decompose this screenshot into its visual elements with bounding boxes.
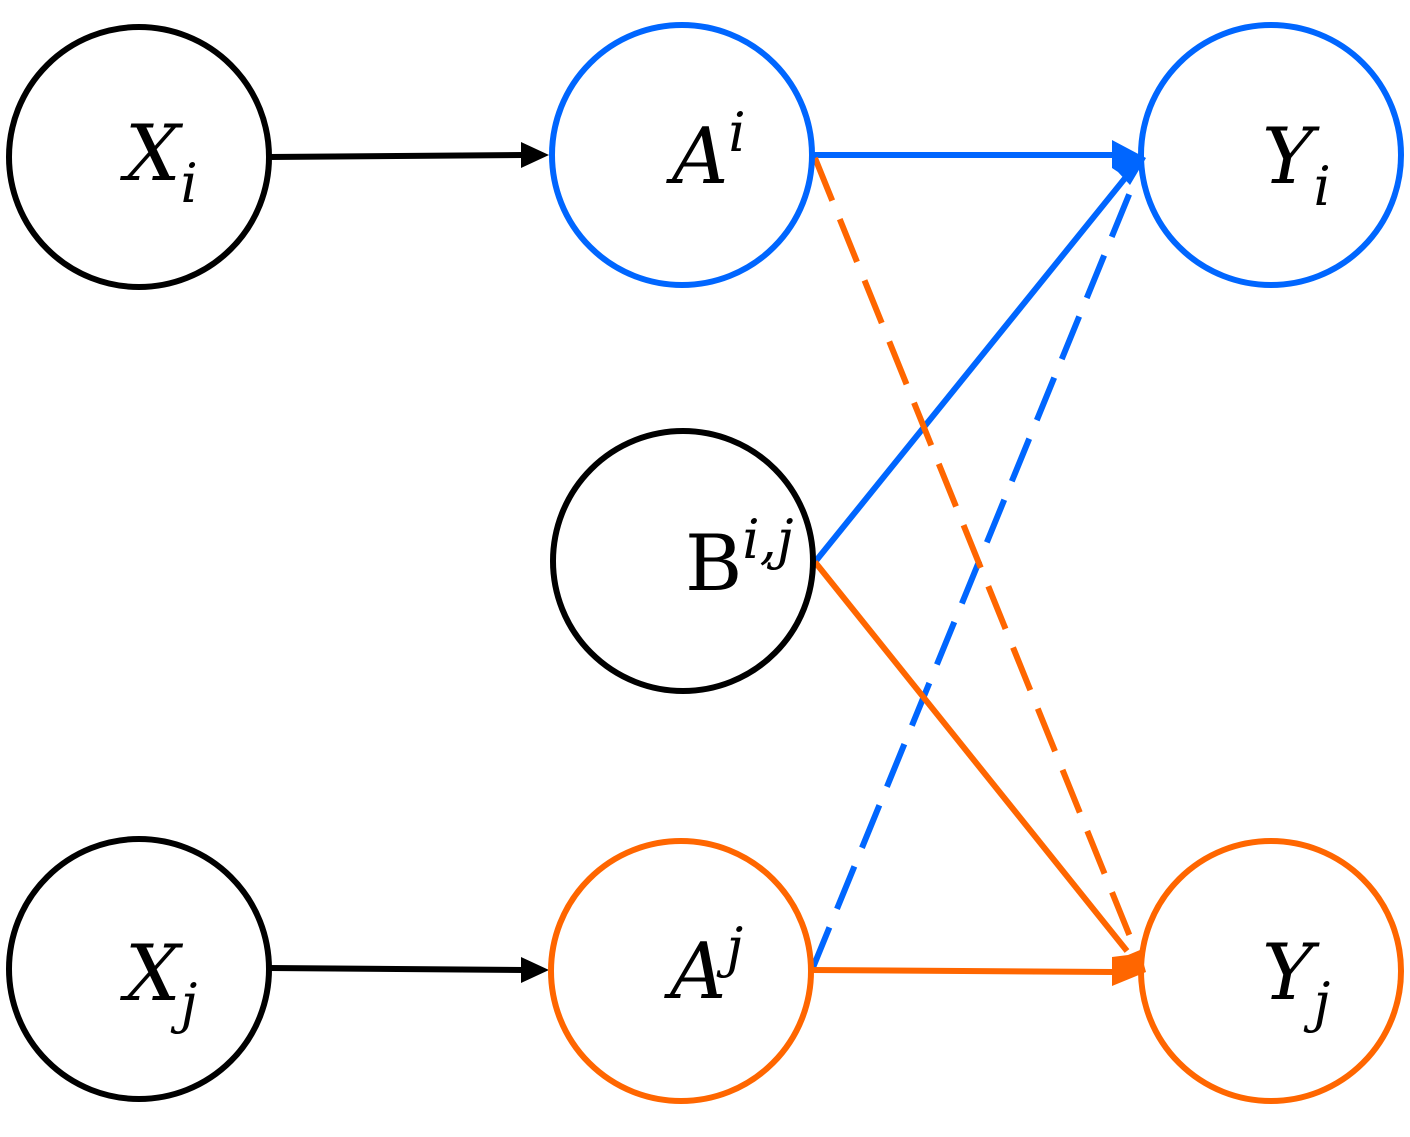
node-circle xyxy=(1138,838,1404,1104)
node-label: Yj xyxy=(1262,928,1330,1034)
node-circle xyxy=(550,428,816,694)
node-label: Yi xyxy=(1262,112,1331,218)
arrowhead-into-yj xyxy=(1112,950,1146,986)
edge-xi-to-ai xyxy=(268,152,524,160)
edge-aj-to-yi xyxy=(809,178,1138,972)
node-circle xyxy=(6,24,272,290)
edge-bij-to-yj xyxy=(812,560,1130,953)
node-x-i: Xi xyxy=(6,24,272,290)
edge-aj-to-yj xyxy=(811,967,1115,975)
node-circle xyxy=(1138,22,1404,288)
node-circle xyxy=(549,22,815,288)
node-label: Ai xyxy=(666,101,746,202)
node-x-j: Xj xyxy=(6,836,272,1102)
node-circle xyxy=(6,836,272,1102)
edge-xj-to-aj xyxy=(268,965,524,973)
node-label: Xi xyxy=(119,109,198,215)
edge-bij-to-yi xyxy=(812,175,1129,564)
node-a-i: Ai xyxy=(549,22,815,288)
node-label: Aj xyxy=(664,916,743,1017)
node-label: Bi,j xyxy=(685,508,794,609)
node-y-j: Yj xyxy=(1138,838,1404,1104)
node-circle xyxy=(548,838,814,1104)
node-b-ij: Bi,j xyxy=(550,428,816,694)
edge-ai-to-yj xyxy=(812,156,1136,946)
nodes: Xi Xj Ai Bi,j Aj xyxy=(6,22,1404,1104)
arrowhead-xj-to-aj xyxy=(521,957,549,983)
edges xyxy=(268,140,1146,986)
node-label: Xj xyxy=(119,929,197,1035)
arrowhead-xi-to-ai xyxy=(521,142,549,168)
arrowhead-into-yi xyxy=(1112,140,1146,185)
node-y-i: Yi xyxy=(1138,22,1404,288)
node-a-j: Aj xyxy=(548,838,814,1104)
